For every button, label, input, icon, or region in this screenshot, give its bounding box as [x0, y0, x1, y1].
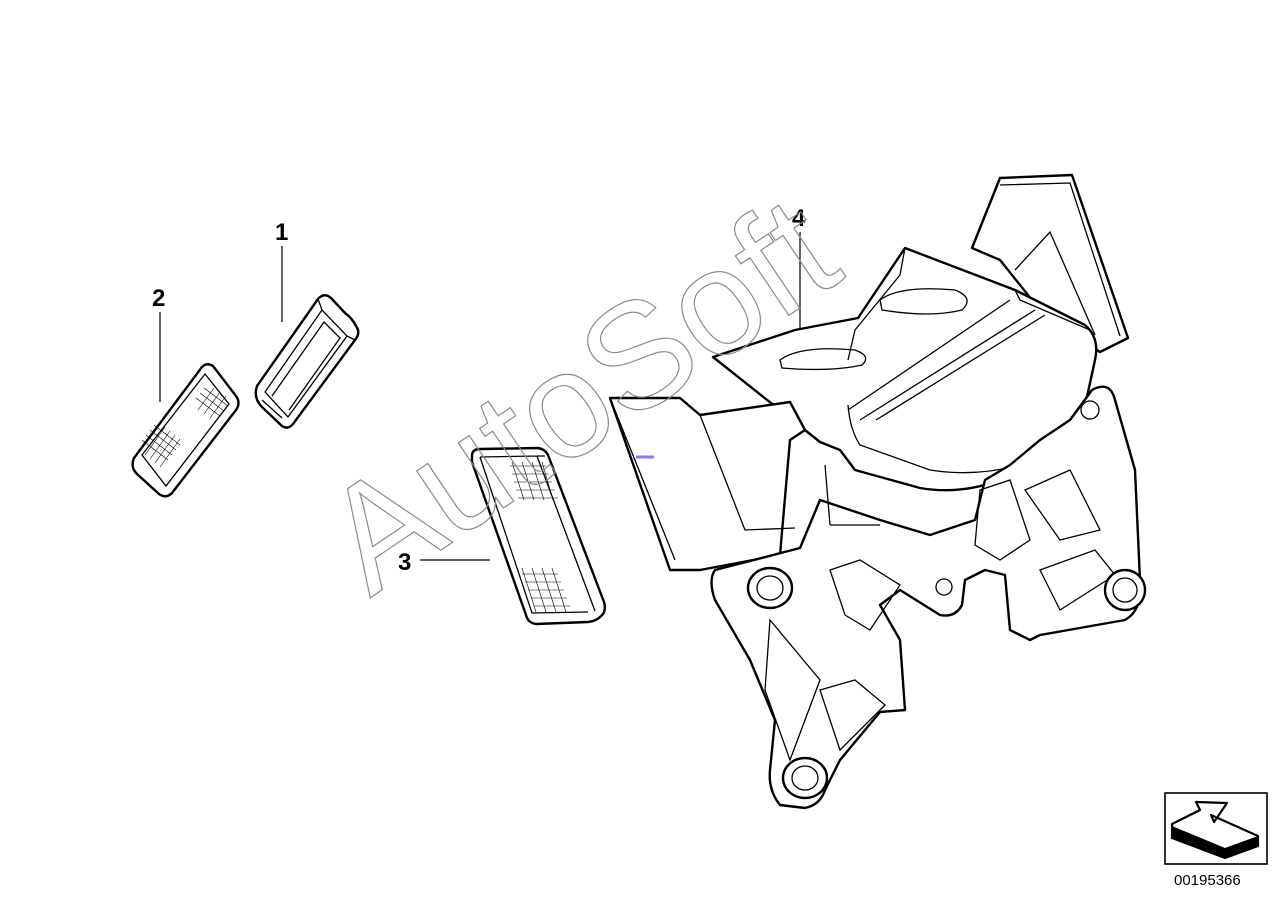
callout-1[interactable]: 1: [275, 219, 288, 246]
direction-arrow-icon: [1164, 792, 1268, 865]
part-4-reflector-bracket[interactable]: [608, 173, 1147, 810]
part-3-side-reflector[interactable]: [470, 446, 607, 626]
reference-number: 00195366: [1174, 872, 1241, 889]
part-2-reflector[interactable]: [131, 363, 240, 498]
part-1-reflector-housing[interactable]: [254, 294, 360, 429]
callout-2[interactable]: 2: [152, 285, 165, 312]
callout-3[interactable]: 3: [398, 549, 411, 576]
callout-4[interactable]: 4: [792, 205, 806, 232]
